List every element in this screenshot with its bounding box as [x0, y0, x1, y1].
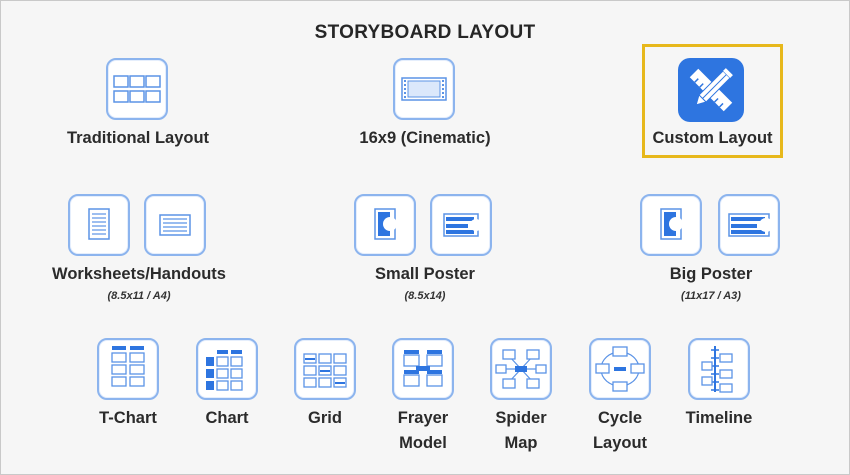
- small-poster-portrait-button[interactable]: [354, 194, 416, 256]
- cycle-layout-button[interactable]: [589, 338, 651, 400]
- small-poster-label: Small Poster: [375, 265, 475, 283]
- timeline-button[interactable]: [688, 338, 750, 400]
- cinematic-layout-button[interactable]: [393, 58, 455, 120]
- big-poster-label: Big Poster: [669, 265, 753, 283]
- worksheet-portrait-button[interactable]: [68, 194, 130, 256]
- custom-layout-label: Custom Layout: [652, 129, 773, 147]
- t-chart-label: T-Chart: [99, 409, 157, 427]
- worksheets-label: Worksheets/Handouts: [52, 265, 226, 283]
- traditional-layout-label: Traditional Layout: [66, 129, 210, 147]
- poster-landscape-icon: [728, 213, 773, 237]
- spider-map-label-line1: Spider: [495, 409, 547, 427]
- cycle-layout-label-line1: Cycle: [597, 409, 643, 427]
- big-poster-landscape-button[interactable]: [718, 194, 780, 256]
- page-title: STORYBOARD LAYOUT: [314, 22, 536, 43]
- timeline-icon: [701, 346, 733, 393]
- small-poster-size-label: (8.5x14): [404, 290, 446, 302]
- big-poster-portrait-button[interactable]: [640, 194, 702, 256]
- timeline-label: Timeline: [685, 409, 753, 427]
- worksheet-landscape-button[interactable]: [144, 194, 206, 256]
- cycle-layout-icon: [595, 346, 645, 392]
- poster-landscape-icon: [443, 213, 482, 237]
- portrait-page-icon: [88, 208, 110, 240]
- t-chart-icon: [111, 346, 145, 387]
- traditional-layout-button[interactable]: [106, 58, 168, 120]
- grid-icon: [303, 353, 347, 388]
- small-poster-landscape-button[interactable]: [430, 194, 492, 256]
- traditional-layout-icon: [113, 75, 161, 103]
- big-poster-size-label: (11x17 / A3): [681, 290, 741, 302]
- chart-icon: [206, 350, 243, 391]
- poster-portrait-icon: [660, 208, 683, 240]
- chart-label: Chart: [205, 409, 249, 427]
- spider-map-label-line2: Map: [504, 434, 538, 452]
- spider-map-button[interactable]: [490, 338, 552, 400]
- frayer-model-label-line1: Frayer: [397, 409, 449, 427]
- poster-portrait-icon: [374, 208, 397, 240]
- t-chart-button[interactable]: [97, 338, 159, 400]
- cinematic-layout-icon: [401, 77, 447, 101]
- landscape-page-icon: [159, 214, 191, 236]
- grid-button[interactable]: [294, 338, 356, 400]
- worksheets-size-label: (8.5x11 / A4): [107, 290, 171, 302]
- cycle-layout-label-line2: Layout: [592, 434, 648, 452]
- frayer-model-button[interactable]: [392, 338, 454, 400]
- chart-button[interactable]: [196, 338, 258, 400]
- spider-map-icon: [495, 349, 547, 389]
- pencil-ruler-icon: [689, 68, 733, 112]
- custom-layout-selection-highlight: [642, 44, 783, 158]
- frayer-model-label-line2: Model: [399, 434, 447, 452]
- custom-layout-button[interactable]: [678, 58, 744, 122]
- cinematic-layout-label: 16x9 (Cinematic): [359, 129, 491, 147]
- frayer-model-icon: [403, 350, 443, 387]
- grid-label: Grid: [308, 409, 342, 427]
